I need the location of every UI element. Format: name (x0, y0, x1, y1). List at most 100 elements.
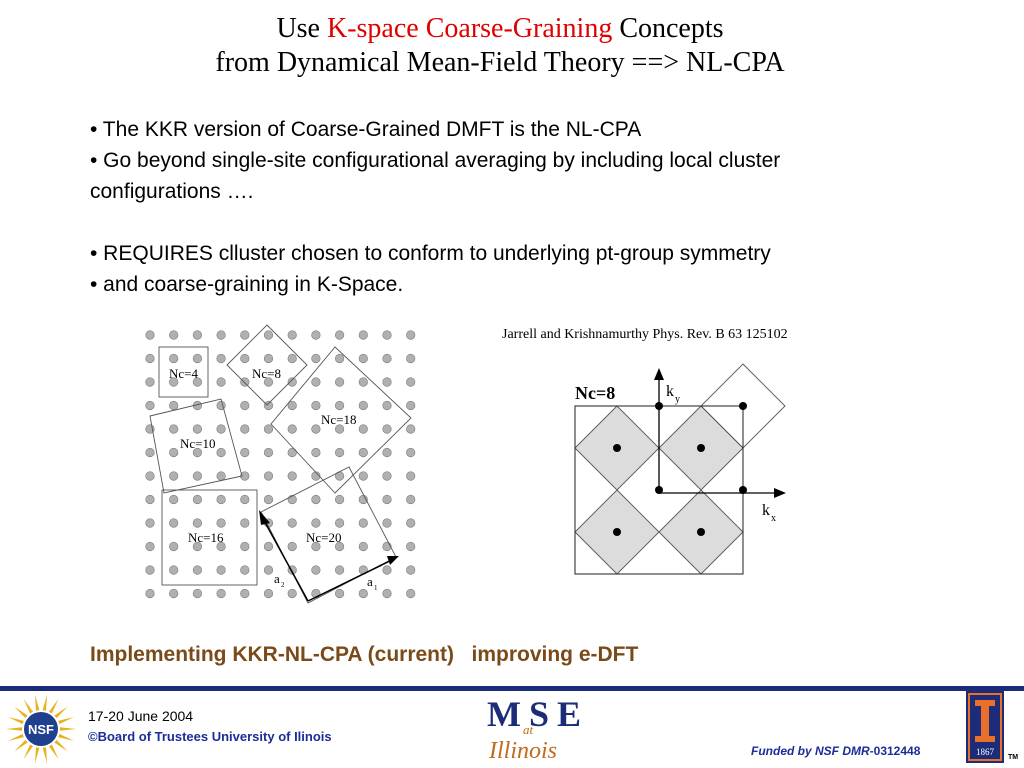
lattice-site (169, 353, 179, 364)
funding-number: 0312448 (873, 744, 921, 758)
lattice-site (240, 518, 250, 528)
k-point (697, 444, 705, 452)
lattice-site (169, 588, 179, 599)
title-accent: K-space Coarse-Graining (326, 13, 613, 44)
cluster-nc4-outline (158, 346, 209, 398)
lattice-site (169, 447, 179, 458)
k-point (655, 486, 663, 494)
ui-logo-i-stem (981, 706, 989, 736)
lattice-site (335, 400, 345, 411)
mse-logo-script: Illinois (488, 738, 557, 764)
nsf-ray (49, 698, 59, 714)
lattice-site (169, 494, 179, 505)
lattice-site (382, 377, 392, 387)
lattice-site (358, 377, 368, 387)
lattice-site (311, 447, 321, 458)
nsf-ray (6, 727, 23, 731)
ui-logo-i-top (975, 700, 995, 706)
lattice-site (263, 447, 274, 458)
lattice-site (382, 424, 392, 434)
k-y-arrowhead (654, 368, 664, 380)
nsf-ray (58, 733, 74, 741)
lattice-site (358, 518, 368, 528)
lattice-site (192, 541, 203, 552)
lattice-site (169, 424, 179, 434)
cluster-nc8-outline (226, 324, 308, 406)
k-point (739, 402, 747, 410)
lattice-site (216, 471, 226, 481)
funding-prefix: Funded by NSF DMR- (751, 744, 874, 758)
lattice-site (192, 447, 203, 458)
lattice-site (145, 471, 155, 481)
lattice-site (335, 424, 345, 434)
lattice-site (382, 330, 392, 340)
lattice-site (240, 377, 250, 387)
lattice-site (311, 471, 321, 481)
lattice-site (406, 377, 416, 387)
ui-logo-border (968, 693, 1002, 761)
lattice-site (192, 424, 203, 434)
lattice-site (145, 518, 155, 528)
lattice-site (287, 471, 297, 481)
lattice-site (240, 565, 250, 575)
lattice-site (287, 377, 297, 387)
lattice-site (406, 330, 416, 340)
lattice-site (335, 565, 345, 575)
lattice-site (335, 541, 345, 552)
lattice-site (169, 541, 179, 552)
lattice-site (382, 494, 392, 505)
bullet-text: • and coarse-graining in K-Space. (90, 273, 404, 296)
lattice-site (311, 494, 321, 505)
lattice-site (335, 588, 345, 599)
nsf-sun-rays (6, 694, 76, 764)
k-point (739, 486, 747, 494)
implementing-caption: Implementing KKR-NL-CPA (current) improv… (90, 643, 639, 666)
footer-date: 17-20 June 2004 (88, 708, 194, 724)
lattice-site (358, 588, 368, 599)
mse-logo-small: at (523, 722, 534, 737)
nsf-ray (14, 706, 28, 719)
lattice-site (311, 353, 321, 364)
title-line-1: Use K-space Coarse-Graining Concepts (0, 12, 1000, 46)
lattice-site (216, 424, 226, 434)
lattice-site (192, 377, 203, 387)
lattice-site (192, 330, 203, 340)
lattice-site (216, 447, 226, 458)
bullet-text: • Go beyond single-site configurational … (90, 149, 781, 172)
nsf-ray (14, 739, 28, 752)
lattice-site (216, 353, 226, 364)
k-x-arrowhead (774, 488, 786, 498)
lattice-site (287, 447, 297, 458)
lattice-site (263, 400, 274, 411)
lattice-site (145, 447, 155, 458)
lattice-site (358, 424, 368, 434)
vector-a1-subscript: 1 (374, 584, 378, 592)
lattice-site (192, 518, 203, 528)
lattice-site (169, 565, 179, 575)
cluster-nc10-outline (149, 398, 243, 494)
lattice-dots (145, 330, 416, 599)
lattice-site (311, 377, 321, 387)
lattice-site (192, 471, 203, 481)
lattice-site (263, 353, 274, 364)
nsf-ray (59, 727, 76, 731)
nsf-ray (8, 717, 24, 725)
vector-a2-label: a (274, 571, 280, 586)
lattice-site (145, 353, 155, 364)
lattice-site (240, 541, 250, 552)
lattice-site (169, 400, 179, 411)
lattice-site (406, 447, 416, 458)
nsf-ray (49, 744, 59, 760)
lattice-site (145, 565, 155, 575)
lattice-site (382, 400, 392, 411)
lattice-site (358, 541, 368, 552)
lattice-site (382, 447, 392, 458)
lattice-site (145, 377, 155, 387)
nc8-k-label: Nc=8 (575, 383, 615, 403)
nsf-ray (23, 698, 33, 714)
ui-logo-i-bottom (975, 736, 995, 742)
lattice-site (311, 330, 321, 340)
bullet-text: • REQUIRES clluster chosen to conform to… (90, 242, 771, 265)
lattice-site (263, 424, 274, 434)
k-y-subscript: y (675, 394, 680, 405)
